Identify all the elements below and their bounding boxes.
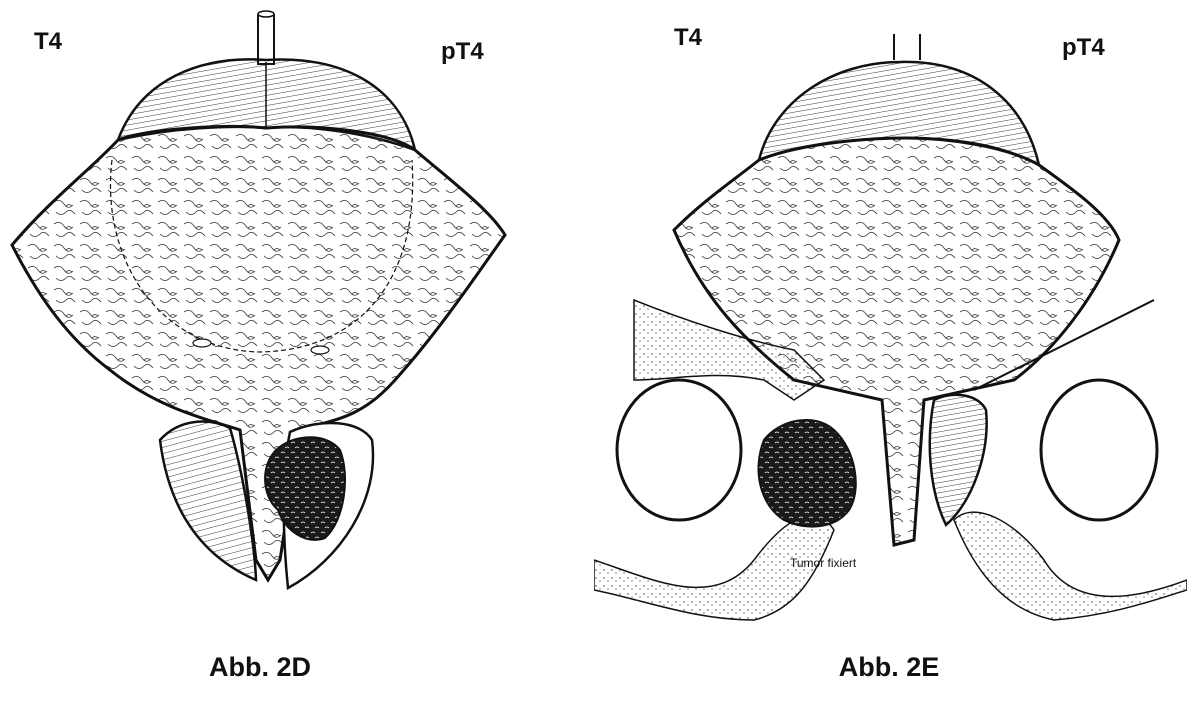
stage-label-right: pT4 xyxy=(441,38,484,66)
stage-label-left: T4 xyxy=(34,28,62,56)
bladder-body xyxy=(12,127,505,581)
bladder-illustration-2e xyxy=(594,0,1187,707)
stage-label-left: T4 xyxy=(674,24,702,52)
figure-2e: T4 pT4 Tumor fixiert Abb. 2E xyxy=(594,0,1187,707)
obturator-foramen-right xyxy=(1041,380,1157,520)
urachus xyxy=(894,34,920,60)
obturator-foramen-left xyxy=(617,380,741,520)
tumor xyxy=(758,420,855,527)
figure-caption: Abb. 2D xyxy=(110,652,410,683)
urachus xyxy=(258,11,274,64)
figure-2d: T4 pT4 Abb. 2D xyxy=(0,0,594,707)
bladder-illustration-2d xyxy=(0,0,594,707)
figure-caption: Abb. 2E xyxy=(739,652,1039,683)
seminal-vesicle-right xyxy=(930,395,987,525)
tumor-annotation: Tumor fixiert xyxy=(790,556,856,570)
stage-label-right: pT4 xyxy=(1062,34,1105,62)
